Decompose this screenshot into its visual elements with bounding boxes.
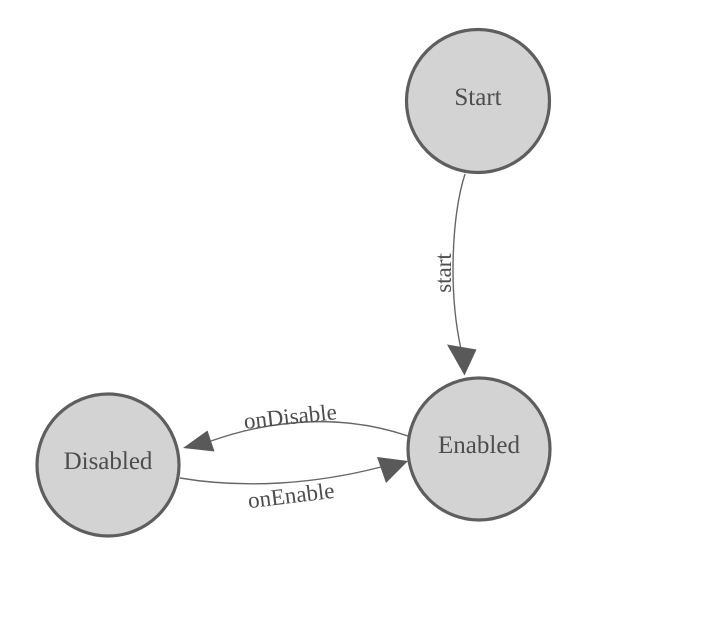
arrowhead-disabled-to-enabled-icon [377,457,408,483]
arrowhead-enabled-to-disabled-icon [183,430,215,452]
edge-start-to-enabled [452,173,466,350]
edge-label-start: start [431,253,456,293]
state-node-start-label: Start [454,84,501,111]
edge-disabled-to-enabled [179,466,382,485]
state-node-disabled-label: Disabled [64,448,153,475]
edge-enabled-to-disabled [210,420,409,442]
state-node-enabled-label: Enabled [438,432,520,459]
arrowhead-start-to-enabled-icon [447,344,477,376]
state-node-start [404,27,552,175]
state-node-enabled [406,376,552,522]
edge-label-ondisable: onDisable [243,399,338,434]
edge-label-onenable: onEnable [246,478,335,513]
state-node-disabled [35,392,181,538]
